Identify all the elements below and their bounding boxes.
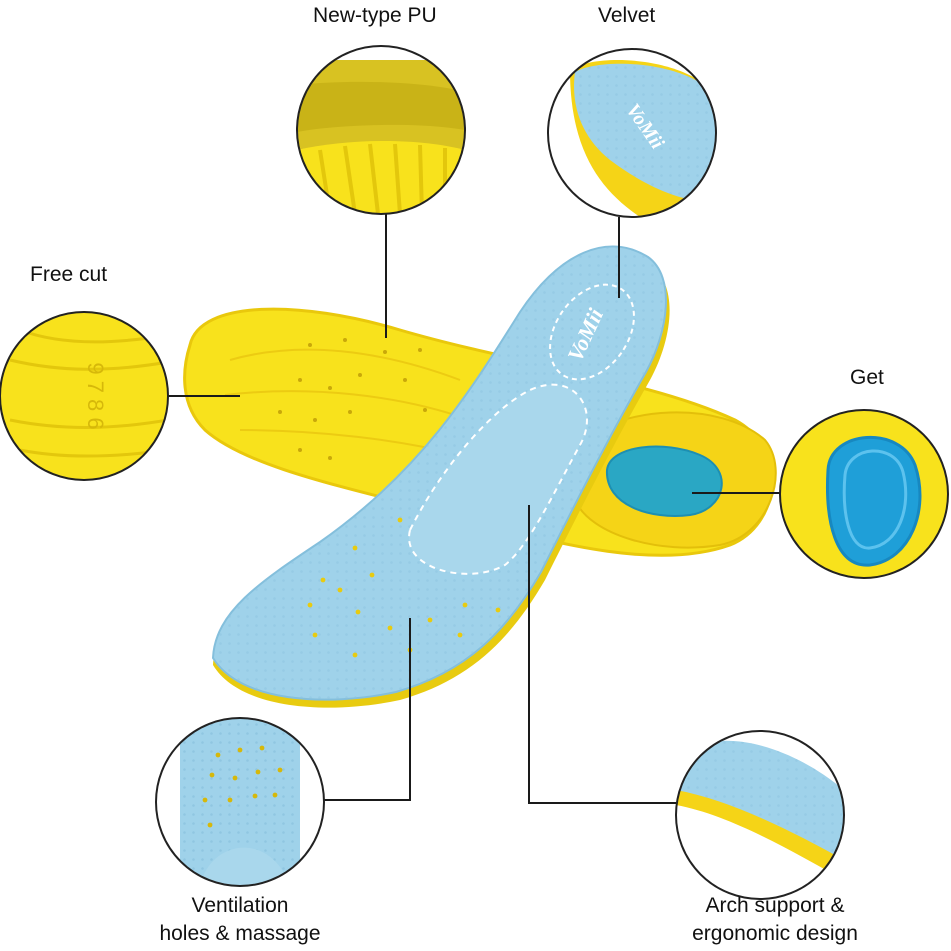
size-marks: 9 7 8 6 (83, 362, 108, 429)
blue-insole-front: VoMii (211, 245, 670, 708)
label-new-type-pu: New-type PU (313, 4, 437, 27)
callout-ventilation-circle (155, 717, 325, 887)
label-arch-line1: Arch support & (705, 894, 845, 917)
label-gel: Get (850, 366, 884, 389)
callout-gel-circle (779, 409, 949, 579)
callout-pu-circle (296, 45, 466, 215)
label-velvet: Velvet (598, 4, 656, 27)
callout-arch-circle (675, 730, 845, 900)
label-arch-support: Arch support & ergonomic design (670, 892, 880, 948)
label-ventilation-line2: holes & massage (159, 922, 321, 945)
label-arch-line2: ergonomic design (692, 922, 858, 945)
callout-velvet-circle: VoMii (547, 48, 717, 218)
leader-lines (168, 214, 780, 804)
callout-free-cut-circle: 9 7 8 6 (0, 311, 169, 481)
label-ventilation-line1: Ventilation (191, 894, 289, 917)
label-free-cut: Free cut (30, 263, 108, 286)
label-ventilation: Ventilation holes & massage (140, 892, 340, 948)
